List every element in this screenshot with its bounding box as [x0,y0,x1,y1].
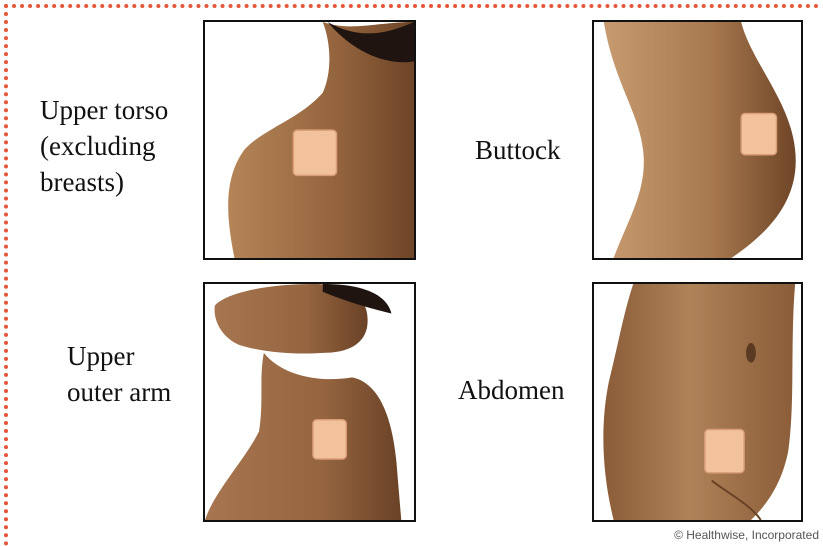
panel-buttock [592,20,803,260]
abdomen-illustration [594,284,801,520]
upper-outer-arm-illustration [205,284,414,520]
dotted-frame-top [4,4,819,8]
patch-buttock [741,113,776,154]
navel [746,343,756,363]
label-upper-torso: Upper torso (excluding breasts) [40,92,168,200]
panel-abdomen [592,282,803,522]
dotted-frame-left [4,4,8,546]
label-upper-outer-arm: Upper outer arm [67,338,171,410]
panel-upper-torso [203,20,416,260]
buttock-illustration [594,22,801,258]
copyright-credit: © Healthwise, Incorporated [674,528,819,542]
patch-upper-outer-arm [313,420,346,459]
panel-upper-outer-arm [203,282,416,522]
patch-upper-torso [293,130,336,175]
patch-abdomen [705,430,744,473]
upper-torso-illustration [205,22,414,258]
label-buttock: Buttock [475,132,561,168]
label-abdomen: Abdomen [458,372,564,408]
